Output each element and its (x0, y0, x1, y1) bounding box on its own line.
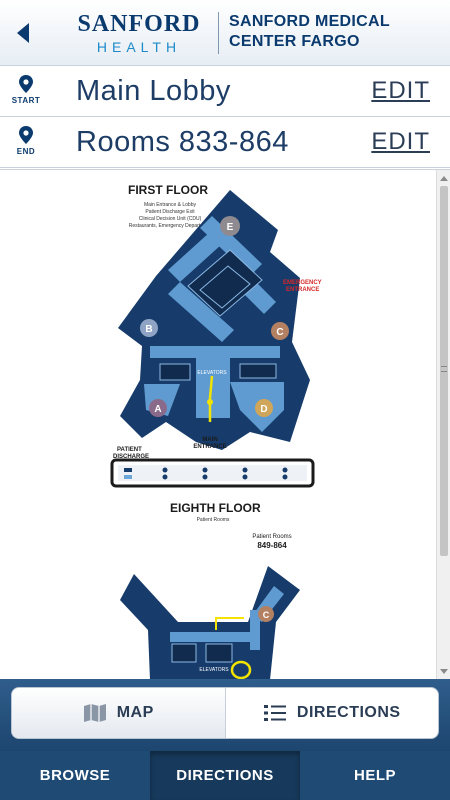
list-icon (263, 705, 286, 721)
center-name-line1: SANFORD MEDICAL (229, 13, 390, 30)
edit-end-link[interactable]: EDIT (371, 128, 430, 155)
route-start-row: START Main Lobby EDIT (0, 67, 450, 117)
marker-c-eighth: C (263, 610, 270, 620)
emergency-entrance-line2: ENTRANCE (286, 287, 319, 293)
first-floor-note-3: Clinical Decision Unit (CDU) (139, 216, 202, 222)
patient-rooms-range: 849-864 (257, 541, 287, 550)
marker-a: A (154, 404, 161, 415)
view-toggle-bar: MAP DIRECTIONS (0, 679, 450, 751)
logo-wordmark: SANFORD (77, 11, 201, 37)
logo-subword: HEALTH (96, 39, 182, 55)
map-legend (110, 458, 315, 488)
eighth-floor-subtitle: Patient Rooms (197, 517, 230, 523)
end-pin-label: END (16, 147, 36, 156)
scroll-up-arrow-icon[interactable] (440, 176, 448, 181)
route-path-eighth-floor (215, 617, 244, 630)
header-divider (218, 12, 219, 54)
patient-rooms-label: Patient Rooms (252, 534, 291, 540)
patient-discharge-line1: PATIENT (117, 447, 142, 453)
first-floor-note-2: Patient Discharge Exit (145, 209, 195, 215)
main-entrance-line1: MAIN (202, 437, 217, 443)
eighth-floor-plan: C ELEVATORS (120, 566, 300, 679)
grip-icon (441, 366, 447, 372)
back-button[interactable] (0, 0, 46, 66)
emergency-entrance-line1: EMERGENCY (283, 280, 322, 286)
floor-map[interactable]: FIRST FLOOR Main Entrance & Lobby Patien… (0, 170, 436, 679)
floor-map-view[interactable]: FIRST FLOOR Main Entrance & Lobby Patien… (0, 169, 450, 679)
end-pin: END (8, 126, 44, 156)
route-path-first-floor (208, 375, 214, 422)
map-view-button[interactable]: MAP (12, 688, 226, 738)
marker-c: C (276, 327, 283, 338)
route-end-row: END Rooms 833-864 EDIT (0, 118, 450, 168)
nav-browse[interactable]: BROWSE (39, 767, 111, 784)
marker-d: D (260, 404, 267, 415)
first-floor-plan: E B C A D ELEVATORS (118, 190, 310, 450)
scroll-thumb[interactable] (440, 186, 448, 556)
edit-start-link[interactable]: EDIT (371, 77, 430, 104)
chevron-left-icon (17, 23, 29, 43)
patient-discharge-line2: DISCHARGE (113, 454, 149, 460)
sanford-health-logo: SANFORD HEALTH (66, 12, 212, 56)
end-location: Rooms 833-864 (76, 126, 289, 158)
view-toggle: MAP DIRECTIONS (11, 687, 439, 739)
directions-view-label: DIRECTIONS (296, 704, 401, 721)
first-floor-note-1: Main Entrance & Lobby (144, 202, 196, 208)
eighth-floor-elevators-label: ELEVATORS (199, 667, 229, 673)
location-pin-icon (19, 75, 33, 93)
first-floor-elevators-label: ELEVATORS (197, 370, 227, 376)
app-header: SANFORD HEALTH SANFORD MEDICAL CENTER FA… (0, 0, 450, 66)
nav-directions[interactable]: DIRECTIONS (150, 751, 300, 800)
scroll-down-arrow-icon[interactable] (440, 669, 448, 674)
folded-map-icon (83, 704, 106, 722)
first-floor-title: FIRST FLOOR (128, 183, 208, 197)
center-name-line2: CENTER FARGO (229, 33, 360, 50)
bottom-nav: BROWSE DIRECTIONS HELP (0, 751, 450, 800)
map-view-label: MAP (116, 704, 154, 721)
location-pin-icon (19, 126, 33, 144)
start-pin-label: START (11, 96, 41, 105)
directions-view-button[interactable]: DIRECTIONS (226, 688, 439, 738)
main-entrance-line2: ENTRANCE (193, 444, 226, 450)
map-scrollbar[interactable] (436, 170, 450, 679)
medical-center-name: SANFORD MEDICAL CENTER FARGO (229, 12, 439, 52)
eighth-floor-title: EIGHTH FLOOR (170, 501, 261, 515)
start-location: Main Lobby (76, 75, 231, 107)
marker-e: E (227, 222, 234, 233)
first-floor-note-4: Restaurants, Emergency Department (129, 223, 212, 229)
marker-b: B (145, 324, 152, 335)
nav-help[interactable]: HELP (353, 767, 396, 784)
start-pin: START (8, 75, 44, 105)
destination-marker (230, 660, 252, 679)
